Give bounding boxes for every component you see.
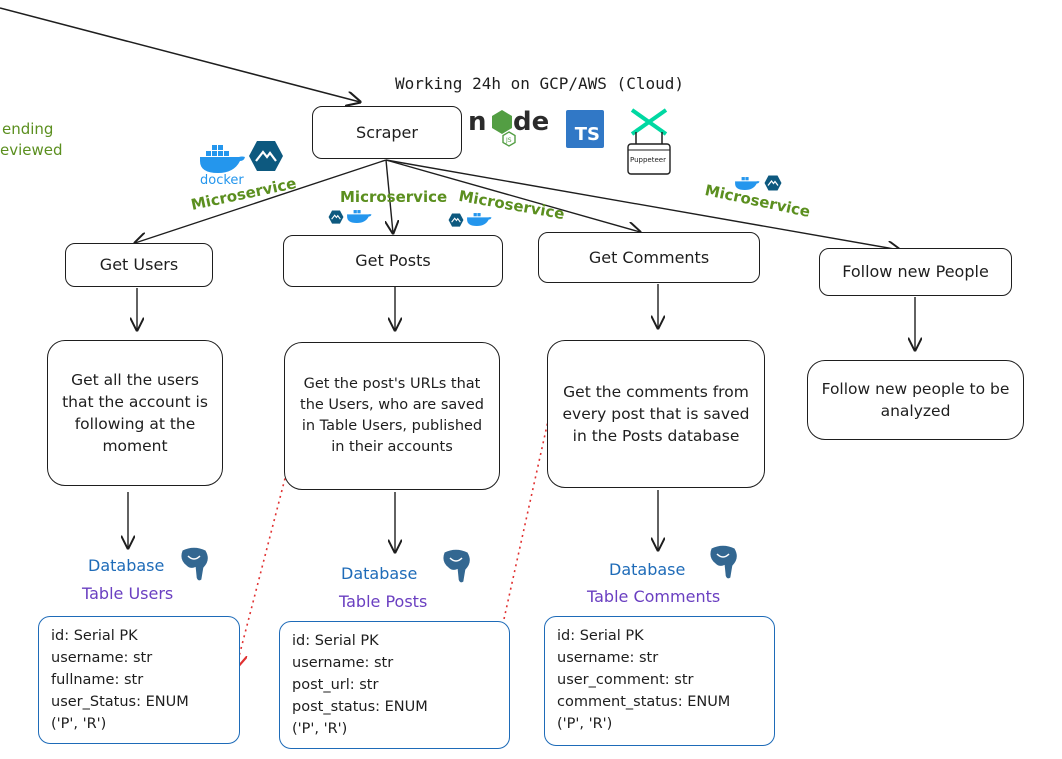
database-label-comments: Database [609,560,686,579]
service-name: Get Comments [588,247,710,267]
schema-field: username: str [51,650,153,666]
scraper-label: Scraper [356,122,418,142]
nodejs-icon: n de JS [468,104,552,152]
desc-get-comments: Get the comments from every post that is… [547,340,765,488]
docker-icon-small-comments [466,209,492,229]
service-description: Follow new people to be analyzed [821,380,1010,420]
side-note-line-2: eviewed [0,141,63,159]
service-name: Follow new People [842,262,989,282]
incoming-arrow [0,7,360,102]
side-note-line-1: ending [2,120,54,138]
arrow-scraper-follow [385,159,900,250]
schema-field: id: Serial PK [51,628,138,644]
schema-field: id: Serial PK [557,628,644,644]
arrow-scraper-posts [386,159,393,233]
postgresql-icon [705,544,741,582]
postgresql-icon [438,548,474,586]
service-name: Get Posts [355,251,431,271]
schema-field: username: str [557,650,659,666]
schema-field: ('P', 'R') [292,721,348,737]
table-schema-posts: id: Serial PK username: str post_url: st… [279,621,510,749]
svg-text:de: de [513,107,549,137]
service-description: Get the comments from every post that is… [562,383,750,445]
table-schema-users: id: Serial PK username: str fullname: st… [38,616,240,744]
docker-label: docker [200,173,244,188]
docker-icon: docker [198,145,246,188]
postgresql-icon [176,546,212,584]
alpine-icon-small-posts [328,209,344,224]
desc-follow-new-people: Follow new people to be analyzed [807,360,1024,440]
desc-get-users: Get all the users that the account is fo… [47,340,223,486]
svg-text:n: n [468,107,487,137]
table-label-posts: Table Posts [339,592,428,611]
docker-icon-small-follow [734,173,760,193]
table-label-users: Table Users [82,584,174,603]
schema-field: username: str [292,655,394,671]
service-description: Get all the users that the account is fo… [62,371,208,455]
arrow-scraper-comments [385,159,640,232]
alpine-icon-small-comments [448,212,464,227]
service-description: Get the post's URLs that the Users, who … [300,376,484,455]
table-label-comments: Table Comments [587,587,721,606]
puppeteer-icon: Puppeteer [626,108,672,176]
schema-field: user_Status: ENUM [51,694,189,710]
schema-field: ('P', 'R') [557,716,613,732]
alpine-icon [248,140,284,172]
docker-icon-small-posts [346,206,372,226]
diagram-title: Working 24h on GCP/AWS (Cloud) [395,74,684,93]
service-get-users: Get Users [65,243,213,287]
svg-text:JS: JS [505,137,512,144]
alpine-icon-small-follow [764,175,782,191]
service-get-comments: Get Comments [538,232,760,283]
service-follow-new-people: Follow new People [819,248,1012,296]
schema-field: id: Serial PK [292,633,379,649]
schema-field: comment_status: ENUM [557,694,731,710]
arrow-scraper-users [135,159,387,243]
table-schema-comments: id: Serial PK username: str user_comment… [544,616,775,746]
ref-arrow-posts-to-users [236,431,298,668]
microservice-label-posts: Microservice [340,188,448,206]
scraper-node: Scraper [312,106,462,159]
schema-field: post_status: ENUM [292,699,428,715]
schema-field: post_url: str [292,677,379,693]
service-name: Get Users [99,255,179,275]
desc-get-posts: Get the post's URLs that the Users, who … [284,342,500,490]
service-get-posts: Get Posts [283,235,503,287]
database-label-users: Database [88,556,165,575]
typescript-label: TS [574,124,600,145]
database-label-posts: Database [341,564,418,583]
schema-field: fullname: str [51,672,144,688]
typescript-icon: TS [566,110,604,148]
schema-field: ('P', 'R') [51,716,107,732]
ref-arrow-comments-to-posts [486,411,551,700]
puppeteer-label: Puppeteer [630,156,666,164]
schema-field: user_comment: str [557,672,694,688]
